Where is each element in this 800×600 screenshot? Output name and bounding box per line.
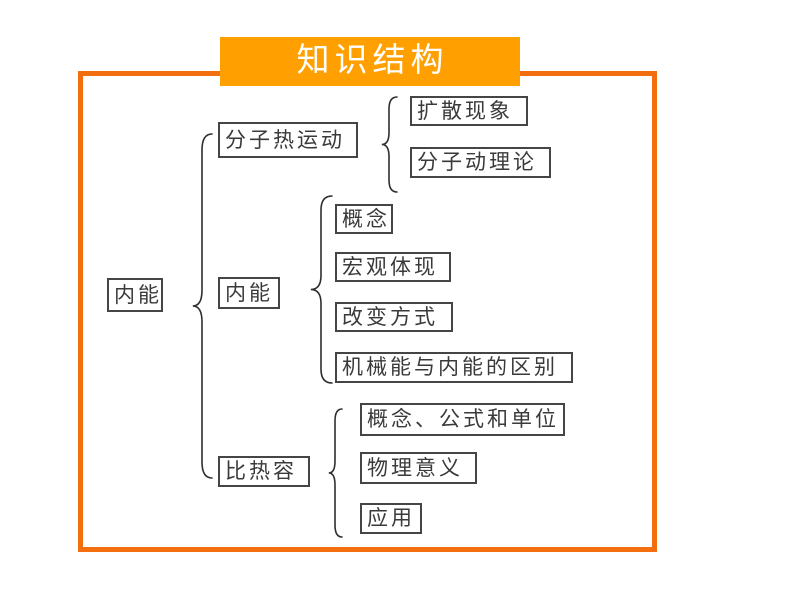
branch-node-internal-energy: 内能 [218,277,280,309]
page-title: 知识结构 [296,43,449,79]
leaf-node-diffusion-phenomenon: 扩散现象 [410,96,528,126]
root-node-internal-energy: 内能 [107,278,163,312]
leaf-node-molecular-kinetic-theory: 分子动理论 [410,147,551,178]
leaf-node-concept-formula-unit: 概念、公式和单位 [360,403,565,436]
leaf-node-macroscopic-manifestation: 宏观体现 [335,252,451,282]
leaf-node-physical-meaning: 物理意义 [360,452,477,484]
leaf-node-change-methods: 改变方式 [335,302,453,332]
root-brace [192,133,213,479]
leaf-node-concept: 概念 [335,204,393,234]
brace-molecular-thermal-motion [381,96,398,193]
branch-node-molecular-thermal-motion: 分子热运动 [218,122,358,158]
brace-internal-energy [310,195,333,384]
branch-node-specific-heat-capacity: 比热容 [218,456,310,487]
brace-specific-heat-capacity [328,408,343,538]
title-banner: 知识结构 [220,37,520,86]
leaf-node-mechanical-vs-internal-energy: 机械能与内能的区别 [335,352,573,383]
leaf-node-application: 应用 [360,503,422,534]
